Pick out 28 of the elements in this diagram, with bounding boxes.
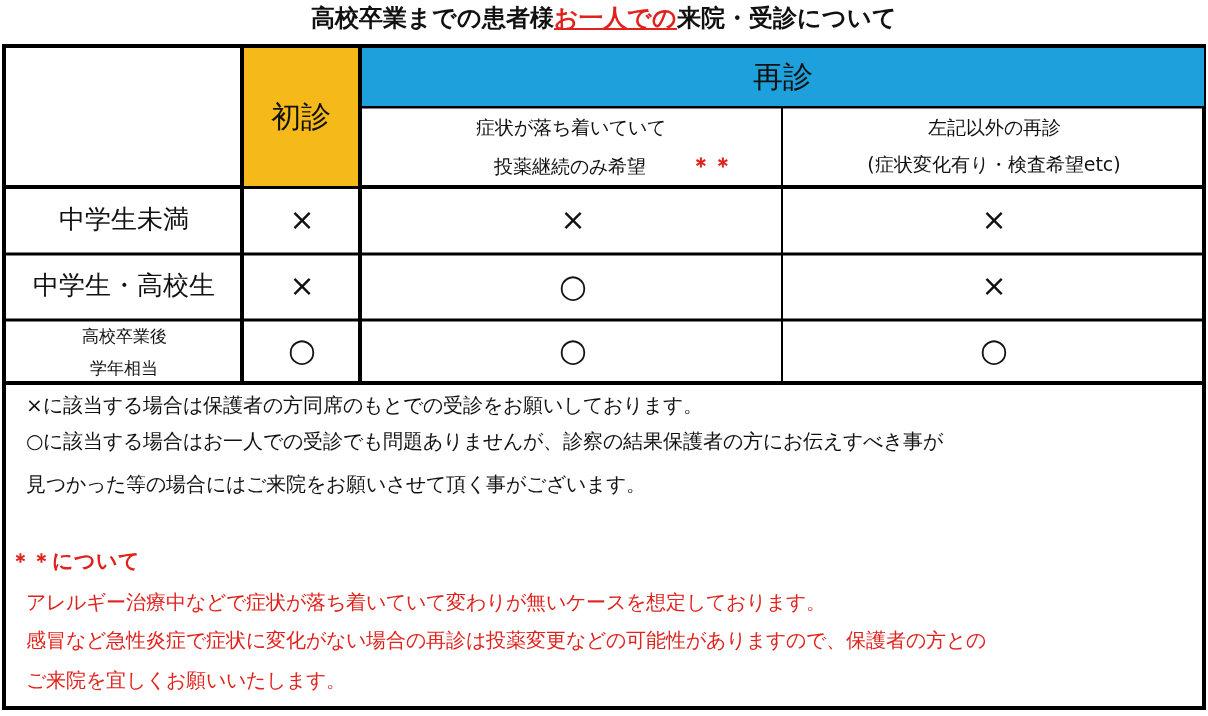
cross-mark: × xyxy=(289,268,315,304)
cross-mark: × xyxy=(981,268,1007,304)
circle-mark: ○ xyxy=(559,266,587,306)
note-text: 感冒など急性炎症で症状に変化がない場合の再診は投薬変更などの可能性がありますので、保護者の方との xyxy=(26,628,986,652)
footnote-mark: ＊＊ xyxy=(690,152,734,180)
header-cell: 初診 xyxy=(244,48,358,186)
note-text: 見つかった等の場合にはご来院をお願いさせて頂く事がございます。 xyxy=(26,472,646,496)
note-text: ご来院を宜しくお願いいたします。 xyxy=(26,668,346,692)
title: 高校卒業までの患者様お一人での来院・受診について xyxy=(310,3,898,34)
column-heading: (症状変化有り・検査希望etc) xyxy=(867,152,1121,176)
circle-mark: ○ xyxy=(559,330,587,370)
note-text: アレルギー治療中などで症状が落ち着いていて変わりが無いケースを想定しております。 xyxy=(26,590,826,614)
circle-mark: ○ xyxy=(288,330,316,370)
header-cell: 再診 xyxy=(362,48,1204,106)
column-heading: 症状が落ち着いていて xyxy=(476,115,666,139)
row-heading: 中学生・高校生 xyxy=(33,270,215,302)
note-text: ×に該当する場合は保護者の方同席のもとでの受診をお願いしております。 xyxy=(26,393,703,417)
column-heading: 左記以外の再診 xyxy=(927,115,1061,139)
circle-mark: ○ xyxy=(980,330,1008,370)
column-heading: 投薬継続のみ希望 xyxy=(494,154,646,178)
note-text: ○に該当する場合はお一人での受診でも問題ありませんが、診察の結果保護者の方にお伝えすべき事が xyxy=(26,429,944,453)
cross-mark: × xyxy=(560,202,586,238)
row-heading: 高校卒業後 xyxy=(81,325,167,347)
row-heading: 中学生未満 xyxy=(59,204,189,236)
cross-mark: × xyxy=(289,202,315,238)
note-heading: ＊＊について xyxy=(10,549,140,575)
cross-mark: × xyxy=(981,202,1007,238)
row-heading: 学年相当 xyxy=(90,357,158,379)
